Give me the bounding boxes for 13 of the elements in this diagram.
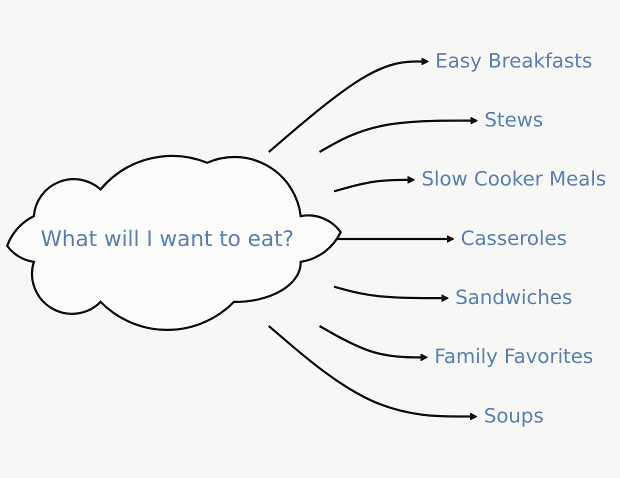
node-text: Slow Cooker Meals [421, 168, 606, 192]
arrow [268, 325, 478, 420]
arrow [318, 325, 428, 362]
node-text: Easy Breakfasts [435, 50, 592, 73]
arrow [318, 116, 478, 153]
arrow [334, 176, 416, 192]
node-text: Stews [484, 109, 544, 132]
node-text: Soups [484, 405, 544, 428]
node-text: Casseroles [460, 228, 567, 250]
arrow [334, 286, 449, 302]
node-text: Family Favorites [434, 346, 594, 369]
arrow [268, 58, 429, 153]
node-text: Sandwiches [455, 286, 572, 310]
